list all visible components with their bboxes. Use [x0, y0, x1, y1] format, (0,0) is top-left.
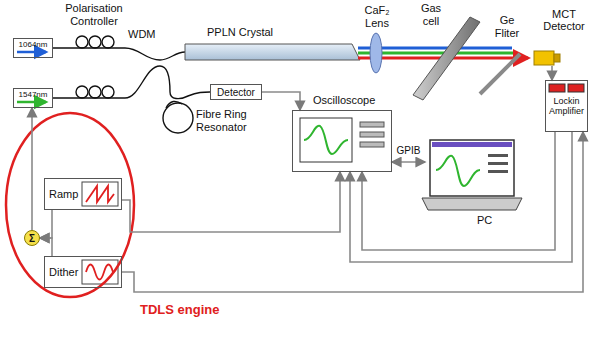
component-label: Ge Fliter	[486, 14, 528, 39]
laptop-base	[422, 198, 522, 210]
signal-connector	[392, 161, 425, 163]
signal-connector	[350, 132, 572, 262]
signal-connector	[122, 172, 340, 232]
laser-source-box: 1064nm	[13, 38, 53, 58]
signal-connector	[40, 210, 52, 238]
mct-detector-icon	[534, 51, 554, 65]
signal-connector	[40, 238, 52, 256]
node-label: Σ	[25, 233, 39, 244]
component-label: Gas cell	[413, 2, 449, 27]
detector-box: Detector	[210, 84, 262, 100]
scope-knob	[360, 122, 384, 127]
ramp-icon	[82, 182, 118, 206]
lockin-amplifier-box: Lockin Amplifier	[545, 80, 588, 132]
component-label: WDM	[128, 28, 168, 41]
gas-cell	[413, 17, 480, 100]
lockin-display	[568, 84, 584, 92]
signal-connector	[122, 132, 583, 292]
crystal-label-node: PPLN Crystal	[185, 26, 360, 62]
scope-trace	[304, 126, 348, 154]
laser-beam-icon	[17, 101, 46, 104]
tdls-engine-outline	[6, 113, 134, 297]
ge-filter	[480, 54, 520, 94]
laptop-screen	[430, 140, 514, 196]
component-label: Polarisation Controller	[62, 2, 126, 27]
signal-connector	[551, 66, 553, 80]
signal-connector	[262, 92, 300, 110]
signal-connector	[362, 132, 555, 250]
laptop-trace	[436, 156, 480, 186]
node-label: Detector	[211, 87, 261, 98]
dither-generator-box: Dither	[44, 256, 122, 288]
node-label: 1547nm	[14, 91, 52, 100]
summing-junction: Σ	[24, 230, 40, 246]
laser-source-box: 1547nm	[13, 88, 53, 108]
pc-node: PC	[425, 140, 520, 212]
oscilloscope-box: Oscilloscope	[292, 110, 392, 172]
caf2-lens	[370, 33, 382, 73]
mct-detector-icon	[554, 54, 560, 62]
ramp-generator-box: Ramp	[44, 178, 122, 210]
laser-beam-icon	[17, 51, 46, 54]
scope-screen	[300, 118, 352, 162]
scope-knob	[360, 132, 384, 137]
ppln-crystal	[185, 44, 360, 60]
node-label: 1064nm	[14, 41, 52, 50]
node-label: Ramp	[49, 188, 78, 200]
mct-detector-node: MCT Detector	[534, 50, 560, 66]
component-label: CaF₂ Lens	[356, 4, 398, 29]
group-title: TDLS engine	[140, 303, 280, 318]
lockin-display	[549, 84, 565, 92]
scope-knob	[360, 142, 384, 147]
node-label: Dither	[49, 266, 78, 278]
node-label: Oscilloscope	[313, 94, 375, 106]
signal-connector	[31, 108, 33, 230]
edge-label: GPIB	[396, 145, 422, 157]
node-label: PC	[477, 214, 492, 226]
node-label: MCT Detector	[540, 8, 588, 32]
component-label: Fibre Ring Resonator	[196, 108, 276, 133]
laptop-titlebar	[432, 142, 512, 147]
node-label: PPLN Crystal	[207, 26, 273, 38]
node-label: Lockin Amplifier	[546, 97, 587, 117]
